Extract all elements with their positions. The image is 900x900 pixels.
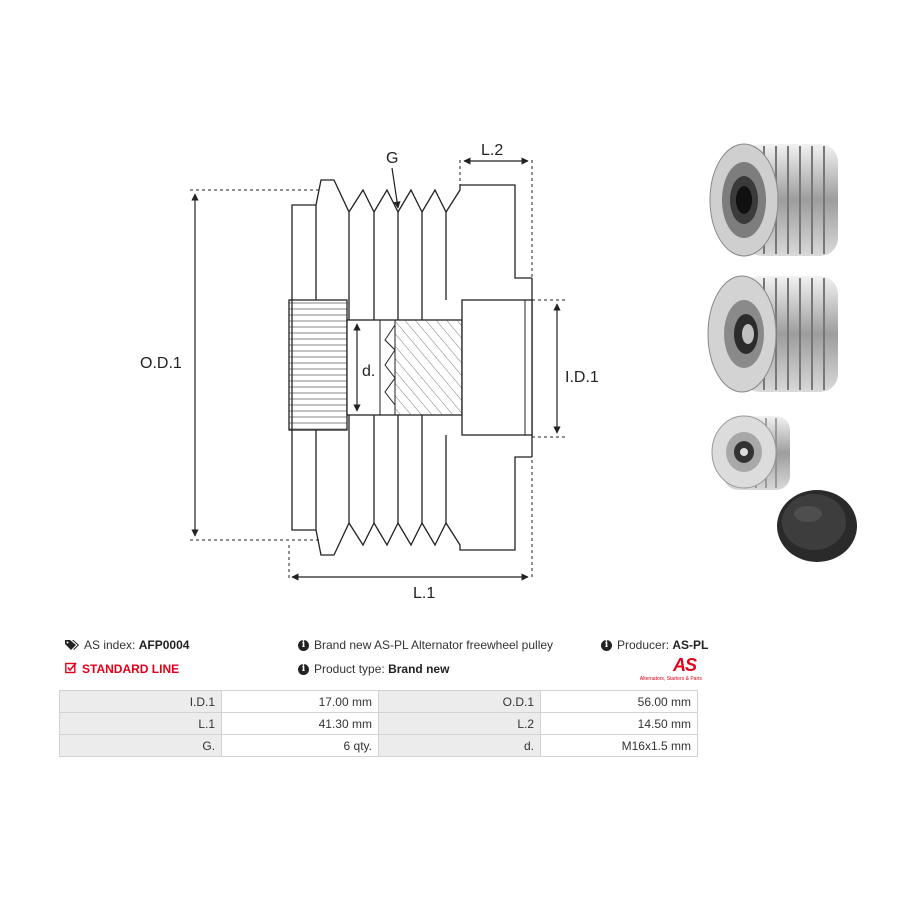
info-icon: i <box>601 640 612 652</box>
parameters-table: I.D.1 17.00 mm O.D.1 56.00 mm L.1 41.30 … <box>58 690 698 757</box>
label-l2: L.2 <box>481 142 503 159</box>
photo-pulley-side <box>707 275 838 393</box>
param-key: G. <box>58 734 223 757</box>
logo-tagline: Alternators, Starters & Parts <box>639 676 702 682</box>
standard-line-text: STANDARD LINE <box>82 662 180 676</box>
as-pl-logo: AS Alternators, Starters & Parts <box>636 655 702 685</box>
photo-pulley-back <box>711 415 790 490</box>
param-value: 6 qty. <box>221 734 379 757</box>
param-value: 56.00 mm <box>540 690 698 713</box>
param-value: 41.30 mm <box>221 712 379 735</box>
product-type-label: Product type: <box>314 662 385 676</box>
hub-knurl <box>288 299 348 431</box>
label-d: d. <box>362 363 375 380</box>
table-row: I.D.1 17.00 mm O.D.1 56.00 mm <box>58 690 698 713</box>
description-text: Brand new AS-PL Alternator freewheel pul… <box>314 638 554 652</box>
standard-line: STANDARD LINE <box>65 662 179 677</box>
logo-mark: AS <box>672 655 697 675</box>
param-key: I.D.1 <box>58 690 223 713</box>
tags-icon <box>65 639 79 653</box>
param-key: L.1 <box>58 712 223 735</box>
label-g: G <box>386 150 398 167</box>
table-row: L.1 41.30 mm L.2 14.50 mm <box>58 712 698 735</box>
as-index: AS index: AFP0004 <box>65 638 189 653</box>
param-value: M16x1.5 mm <box>540 734 698 757</box>
label-od1: O.D.1 <box>140 355 182 372</box>
param-value: 14.50 mm <box>540 712 698 735</box>
label-l1: L.1 <box>413 585 435 602</box>
param-key: O.D.1 <box>377 690 542 713</box>
thread-hatch <box>395 320 462 415</box>
param-key: L.2 <box>377 712 542 735</box>
producer-value: AS-PL <box>672 638 709 652</box>
producer-label: Producer: <box>617 638 670 652</box>
param-value: 17.00 mm <box>221 690 379 713</box>
g-leader <box>391 167 401 209</box>
checkbox-checked-icon <box>65 662 77 677</box>
as-index-label: AS index: <box>84 638 136 652</box>
param-key: d. <box>377 734 542 757</box>
product-type: i Product type: Brand new <box>298 662 449 676</box>
technical-drawing: G L.2 O.D.1 I.D.1 d. L.1 <box>140 142 599 602</box>
table-row: G. 6 qty. d. M16x1.5 mm <box>58 734 698 757</box>
producer: i Producer: AS-PL <box>601 638 708 652</box>
product-type-value: Brand new <box>388 662 450 676</box>
as-index-value: AFP0004 <box>138 638 190 652</box>
info-icon: i <box>298 640 309 652</box>
photo-pulley-cap <box>777 490 857 562</box>
description: i Brand new AS-PL Alternator freewheel pu… <box>298 638 553 652</box>
label-id1: I.D.1 <box>565 369 599 386</box>
photo-pulley-front <box>709 143 838 257</box>
info-icon: i <box>298 664 309 676</box>
